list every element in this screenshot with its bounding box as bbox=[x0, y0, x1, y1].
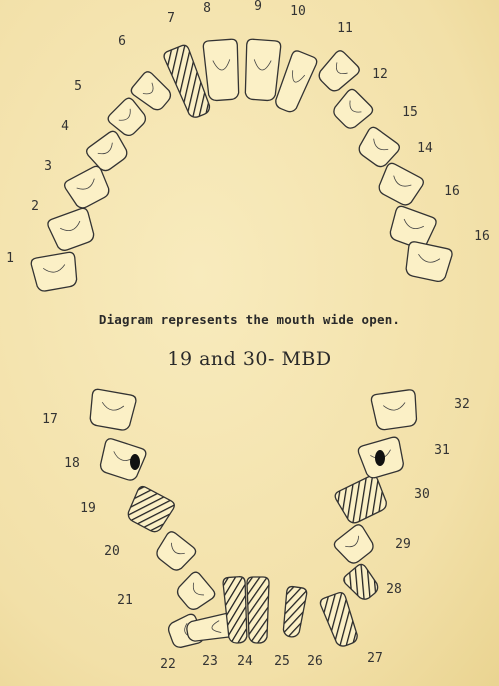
upper-tooth-number: 16 bbox=[444, 184, 460, 199]
upper-tooth-number: 10 bbox=[290, 4, 306, 19]
shaded-tooth-outline bbox=[247, 577, 269, 643]
lower-tooth-number: 18 bbox=[64, 456, 80, 471]
lower-tooth-number: 19 bbox=[80, 501, 96, 516]
lower-tooth-number: 20 bbox=[104, 544, 120, 559]
cavity-mark bbox=[130, 454, 140, 470]
upper-tooth-number: 1 bbox=[6, 251, 14, 266]
shaded-tooth-outline bbox=[342, 562, 382, 603]
lower-tooth-number: 22 bbox=[160, 657, 176, 672]
lower-tooth-number: 17 bbox=[42, 412, 58, 427]
upper-tooth-number: 12 bbox=[372, 67, 388, 82]
upper-tooth-number: 2 bbox=[31, 199, 39, 214]
lower-tooth bbox=[152, 530, 197, 575]
upper-tooth bbox=[63, 164, 113, 211]
lower-tooth-number: 31 bbox=[434, 443, 450, 458]
upper-tooth-number: 7 bbox=[167, 11, 175, 26]
lower-tooth-number: 21 bbox=[117, 593, 133, 608]
lower-tooth-number: 32 bbox=[454, 397, 470, 412]
lower-tooth-number: 24 bbox=[237, 654, 253, 669]
upper-tooth-number: 4 bbox=[61, 119, 69, 134]
upper-tooth-number: 14 bbox=[417, 141, 433, 156]
lower-tooth bbox=[342, 562, 382, 603]
upper-tooth-number: 15 bbox=[402, 105, 418, 120]
upper-tooth-number: 3 bbox=[44, 159, 52, 174]
lower-tooth-number: 30 bbox=[414, 487, 430, 502]
shaded-tooth-outline bbox=[281, 586, 308, 638]
cavity-mark bbox=[375, 450, 385, 466]
shaded-tooth-outline bbox=[124, 485, 176, 536]
upper-tooth bbox=[30, 251, 79, 292]
lower-tooth bbox=[247, 577, 269, 643]
lower-tooth bbox=[124, 485, 176, 536]
upper-tooth-number: 9 bbox=[254, 0, 262, 14]
upper-tooth-number: 8 bbox=[203, 1, 211, 16]
lower-tooth bbox=[333, 474, 390, 527]
shaded-tooth-outline bbox=[319, 591, 361, 649]
upper-tooth bbox=[203, 39, 241, 101]
diagram-caption: Diagram represents the mouth wide open. bbox=[0, 312, 499, 327]
lower-tooth-number: 27 bbox=[367, 651, 383, 666]
lower-tooth-number: 25 bbox=[274, 654, 290, 669]
upper-tooth-number: 5 bbox=[74, 79, 82, 94]
lower-tooth bbox=[371, 389, 420, 431]
upper-tooth bbox=[315, 49, 362, 96]
lower-arch: 17 18 19 20 21 22 23 24 25 26 27 28 29 30 31 32 bbox=[42, 388, 470, 672]
diagnosis-note: 19 and 30- MBD bbox=[0, 348, 499, 370]
lower-tooth bbox=[281, 586, 308, 638]
upper-tooth bbox=[329, 87, 374, 132]
lower-tooth bbox=[87, 388, 137, 431]
upper-tooth bbox=[243, 39, 281, 101]
upper-tooth-number: 6 bbox=[118, 34, 126, 49]
lower-tooth bbox=[319, 591, 361, 649]
shaded-tooth-outline bbox=[333, 474, 390, 527]
lower-tooth-number: 26 bbox=[307, 654, 323, 669]
lower-tooth-number: 23 bbox=[202, 654, 218, 669]
upper-tooth bbox=[403, 241, 453, 283]
upper-tooth bbox=[375, 161, 425, 208]
upper-tooth-number: 16 bbox=[474, 229, 490, 244]
lower-tooth-number: 28 bbox=[386, 582, 402, 597]
lower-tooth-number: 29 bbox=[395, 537, 411, 552]
lower-tooth bbox=[332, 523, 377, 568]
upper-tooth-number: 11 bbox=[337, 21, 353, 36]
lower-tooth bbox=[173, 570, 217, 614]
upper-tooth bbox=[46, 207, 97, 253]
